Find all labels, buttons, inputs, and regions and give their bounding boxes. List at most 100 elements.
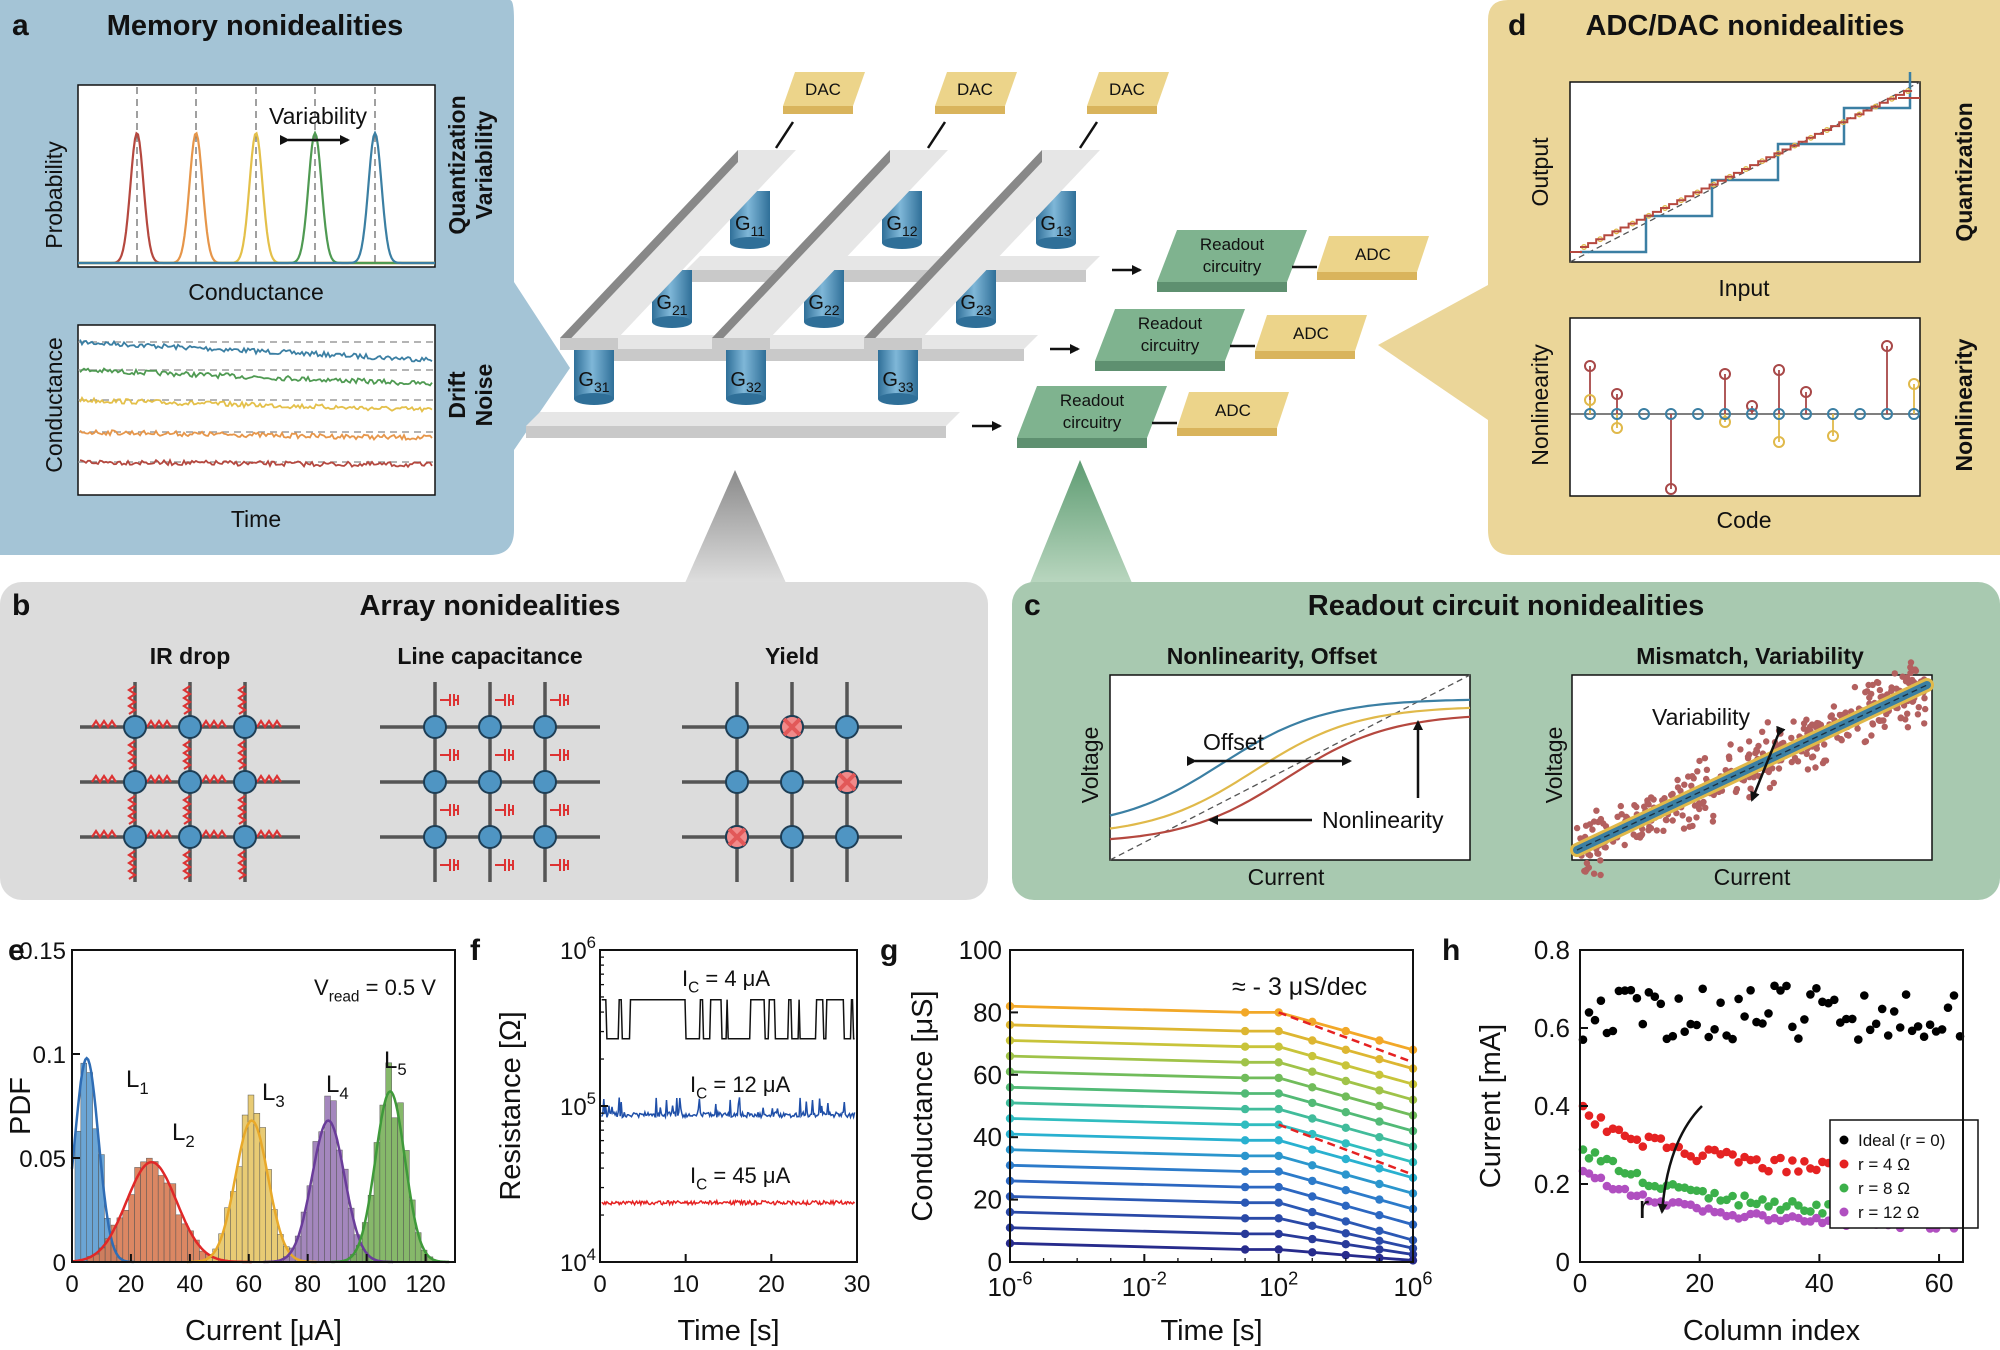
h-data-point xyxy=(1883,1031,1893,1040)
c-left-title: Nonlinearity, Offset xyxy=(1167,643,1378,669)
c-scatter-point xyxy=(1854,725,1861,732)
g-data-point xyxy=(1308,1114,1317,1123)
g-data-point xyxy=(1274,1151,1283,1161)
h-data-point xyxy=(1800,1217,1809,1226)
c-scatter-point xyxy=(1869,681,1876,689)
h-ytick-label: 0.8 xyxy=(1534,935,1570,965)
h-data-point xyxy=(1620,1184,1630,1194)
c-scatter-point xyxy=(1590,870,1598,877)
b-memory-cell xyxy=(780,770,804,794)
c-scatter-point xyxy=(1617,802,1625,810)
a-side-noise: Noise xyxy=(471,364,497,427)
h-data-point xyxy=(1644,988,1654,997)
panel-a-title: Memory nonidealities xyxy=(107,10,404,42)
g-data-point xyxy=(1308,1234,1317,1244)
c-scatter-point xyxy=(1763,738,1770,745)
adc-nonlinearity-plot xyxy=(1569,317,1921,497)
b-memory-cell xyxy=(835,715,859,739)
g-data-point xyxy=(1274,1104,1283,1114)
panel-c-pointer xyxy=(1030,460,1132,583)
g-data-point xyxy=(1308,1207,1317,1217)
panel-g-letter: g xyxy=(880,934,898,967)
f-xtick-label: 10 xyxy=(672,1271,699,1298)
c-scatter-point xyxy=(1688,782,1695,789)
c-scatter-point xyxy=(1907,664,1914,671)
a-drift-trace xyxy=(79,396,433,413)
c-right-title: Mismatch, Variability xyxy=(1636,643,1864,669)
h-legend-marker xyxy=(1839,1183,1849,1193)
c-scatter-point xyxy=(1803,716,1810,723)
b-capacitor-symbol xyxy=(440,749,459,761)
g-data-point xyxy=(1240,1136,1250,1145)
g-data-point xyxy=(1240,1042,1250,1051)
c-scatter-point xyxy=(1813,719,1821,727)
g-data-point xyxy=(1375,1036,1384,1045)
f-xlabel: Time [s] xyxy=(677,1315,779,1347)
b-resistor-horizontal xyxy=(146,719,172,729)
h-data-point xyxy=(1698,984,1707,994)
g-data-point xyxy=(1375,1179,1384,1189)
c-scatter-point xyxy=(1912,666,1919,673)
g-data-point xyxy=(1308,1083,1317,1092)
e-xtick-label: 40 xyxy=(176,1271,203,1298)
crossbar-column-front xyxy=(864,338,922,350)
c-scatter-point xyxy=(1630,831,1637,838)
a-plot2-xlabel: Time xyxy=(231,506,281,532)
d-marker-yellow xyxy=(1584,394,1596,406)
b-capacitor-symbol xyxy=(495,859,514,871)
e-xtick-label: 80 xyxy=(294,1271,321,1298)
g-xlabel: Time [s] xyxy=(1160,1315,1262,1347)
h-data-point xyxy=(1758,1195,1767,1204)
e-fit-curve xyxy=(70,1056,134,1264)
c-scatter-point xyxy=(1680,825,1688,832)
dac-connector xyxy=(926,121,947,149)
a-plot1-xlabel: Conductance xyxy=(188,279,324,305)
h-data-point xyxy=(1656,1134,1666,1143)
h-data-point xyxy=(1596,1173,1606,1183)
c-scatter-point xyxy=(1638,831,1646,838)
h-data-point xyxy=(1800,1015,1809,1024)
h-data-point xyxy=(1782,1167,1791,1177)
memory-cell-label: G23 xyxy=(960,292,991,318)
g-data-point xyxy=(1274,1058,1283,1067)
c-scatter-point xyxy=(1597,857,1604,864)
h-data-point xyxy=(1812,1213,1821,1223)
g-ytick-label: 20 xyxy=(973,1185,1002,1215)
dac-label: DAC xyxy=(1109,80,1145,99)
c-scatter-point xyxy=(1891,670,1899,677)
adc-label: ADC xyxy=(1293,324,1329,343)
d-marker-yellow xyxy=(1773,436,1785,448)
h-data-point xyxy=(1758,1211,1767,1220)
d-side-nonlinearity: Nonlinearity xyxy=(1951,338,1977,471)
b-memory-cell xyxy=(178,715,202,739)
c-scatter-point xyxy=(1597,871,1604,879)
h-data-point xyxy=(1877,1004,1887,1014)
adc-block-top xyxy=(1255,315,1367,351)
readout-label-line1: Readout xyxy=(1200,235,1265,254)
h-data-point xyxy=(1848,1014,1857,1024)
c-scatter-point xyxy=(1726,755,1733,762)
h-data-point xyxy=(1925,1020,1935,1029)
e-ylabel: PDF xyxy=(5,1077,37,1135)
h-data-point xyxy=(1596,996,1606,1005)
c-scatter-point xyxy=(1907,669,1914,677)
c-scatter-point xyxy=(1696,757,1703,765)
h-data-point xyxy=(1788,1156,1797,1165)
e-hist-bar xyxy=(146,1157,153,1263)
g-data-point xyxy=(1308,1248,1317,1257)
crossbar-column-top xyxy=(560,150,796,338)
c-scatter-point xyxy=(1727,741,1734,748)
b-memory-cell xyxy=(423,825,447,849)
g-data-point xyxy=(1240,1229,1250,1239)
g-data-point xyxy=(1341,1186,1351,1195)
b-memory-cell xyxy=(478,715,502,739)
d-marker-blue xyxy=(1908,408,1920,420)
c-scatter-point xyxy=(1834,734,1841,741)
c-scatter-point xyxy=(1862,689,1869,696)
d-plot2-ylabel: Nonlinearity xyxy=(1527,344,1553,466)
panel-c-title: Readout circuit nonidealities xyxy=(1308,590,1704,622)
c-scatter-point xyxy=(1830,703,1838,710)
panel-b-background xyxy=(0,582,988,900)
h-data-point xyxy=(1913,1022,1923,1031)
g-data-point xyxy=(1274,1214,1283,1223)
